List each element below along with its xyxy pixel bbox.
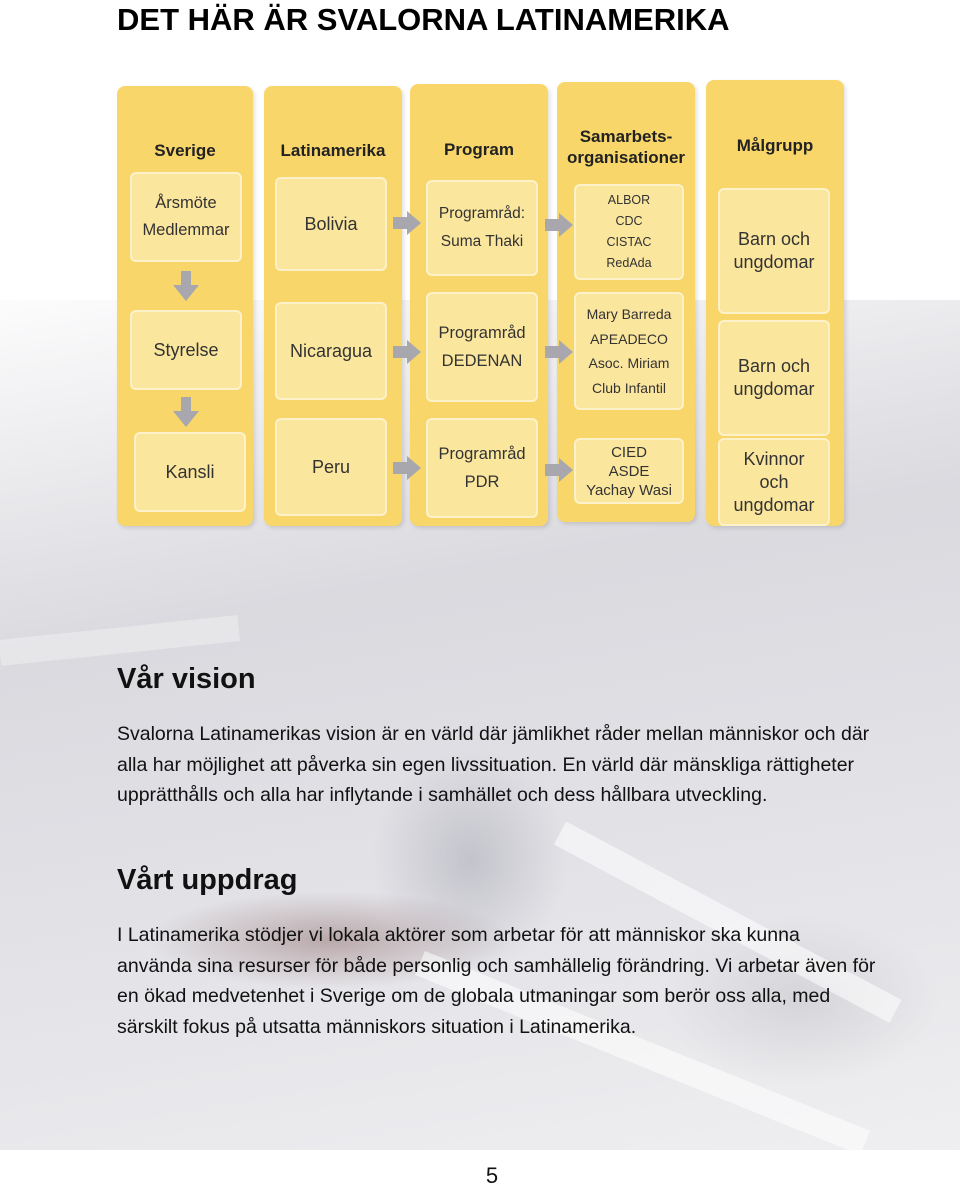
box-line: Asoc. Miriam (588, 355, 670, 371)
org-box: Styrelse (130, 310, 242, 390)
org-box: Bolivia (275, 177, 387, 271)
box-line: Suma Thaki (440, 233, 524, 250)
org-box: CIED ASDE Yachay Wasi (574, 438, 684, 504)
column-header: Samarbets- (579, 127, 673, 146)
org-box: Årsmöte Medlemmar (130, 172, 242, 262)
box-line: CDC (615, 214, 643, 228)
box-line: Club Infantil (592, 379, 666, 396)
page-title: DET HÄR ÄR SVALORNA LATINAMERIKA (117, 2, 730, 37)
arrow-right-icon (393, 211, 421, 235)
org-box: Kansli (134, 432, 246, 512)
arrow-right-icon (393, 456, 421, 480)
arrow-right-icon (393, 340, 421, 364)
box-line: DEDENAN (441, 352, 523, 370)
org-box: Programråd PDR (426, 418, 538, 518)
org-box: Peru (275, 418, 387, 516)
box-line: Kansli (165, 461, 215, 482)
box-line: Kvinnor (743, 448, 805, 469)
box-line: Programråd (438, 324, 526, 342)
org-box: Barn och ungdomar (718, 188, 830, 314)
box-line: Mary Barreda (586, 306, 672, 322)
box-line: Styrelse (153, 339, 219, 360)
arrow-right-icon (545, 340, 573, 364)
box-line: RedAda (606, 256, 652, 270)
arrow-down-icon (173, 397, 199, 427)
box-line: ALBOR (607, 193, 651, 207)
column-header: Program (444, 140, 514, 159)
box-line: ASDE (608, 462, 650, 480)
box-line: Nicaragua (289, 340, 373, 361)
vision-text: Svalorna Latinamerikas vision är en värl… (117, 723, 870, 806)
org-box: Barn och ungdomar (718, 320, 830, 436)
org-box: Programråd: Suma Thaki (426, 180, 538, 276)
column-header: Sverige (154, 141, 216, 160)
column-header: Målgrupp (736, 136, 814, 155)
box-line: CIED (611, 443, 647, 461)
org-box: Programråd DEDENAN (426, 292, 538, 402)
box-line: Medlemmar (142, 221, 230, 239)
page-number: 5 (485, 1163, 499, 1188)
box-line: ungdomar (733, 494, 815, 515)
column-header: organisationer (566, 148, 686, 167)
arrow-right-icon (545, 213, 573, 237)
box-line: CISTAC (606, 235, 652, 249)
box-line: Barn och (737, 229, 811, 249)
arrow-down-icon (173, 271, 199, 301)
box-line: Programråd (438, 445, 526, 463)
box-line: Peru (311, 456, 351, 477)
box-line: Yachay Wasi (586, 481, 672, 499)
org-box: Kvinnor och ungdomar (718, 438, 830, 526)
box-line: Programråd: (438, 205, 526, 222)
box-line: Barn och (737, 356, 811, 376)
column-header: Latinamerika (280, 141, 386, 160)
org-box: Mary Barreda APEADECO Asoc. Miriam Club … (574, 292, 684, 410)
box-line: Årsmöte (155, 194, 217, 212)
mission-heading: Vårt uppdrag (117, 864, 298, 896)
mission-text: I Latinamerika stödjer vi lokala aktörer… (117, 924, 876, 1038)
box-line: PDR (464, 473, 500, 491)
box-line: ungdomar (733, 379, 815, 399)
arrow-right-icon (545, 458, 573, 482)
box-line: APEADECO (590, 330, 668, 347)
box-line: och (759, 471, 789, 492)
org-box: ALBOR CDC CISTAC RedAda (574, 184, 684, 280)
vision-heading: Vår vision (117, 663, 256, 695)
box-line: ungdomar (733, 252, 815, 272)
org-box: Nicaragua (275, 302, 387, 400)
box-line: Bolivia (304, 213, 358, 234)
